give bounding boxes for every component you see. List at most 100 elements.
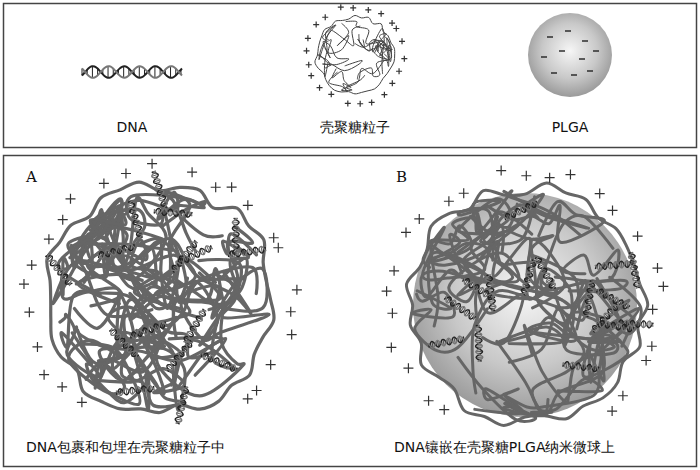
plus-charge — [369, 99, 375, 105]
plus-charge — [658, 281, 668, 291]
dna-strand — [503, 200, 538, 222]
chitosan-chain — [412, 292, 488, 352]
dna-strand — [182, 308, 207, 344]
dna-strand — [563, 361, 600, 372]
dna-strand — [475, 325, 483, 361]
plus-charge — [287, 330, 297, 340]
dna-helix — [127, 200, 144, 238]
plus-charge — [382, 286, 392, 296]
dna-strand — [475, 325, 483, 361]
plus-charge — [304, 48, 310, 54]
dna-helix — [617, 320, 653, 329]
dna-strand — [108, 327, 140, 359]
plus-charge — [387, 308, 397, 318]
plga-sphere — [528, 13, 612, 97]
dna-strand — [563, 361, 600, 372]
plus-charge — [545, 173, 555, 183]
dna-helix — [232, 218, 239, 256]
dna-helix — [583, 281, 595, 318]
base-pair — [170, 66, 171, 78]
plus-charge — [44, 234, 54, 244]
dna-strand — [151, 171, 169, 209]
plus-charge — [389, 80, 395, 86]
dna-helix — [598, 320, 635, 333]
dna-strand — [598, 320, 635, 332]
plus-charge — [317, 85, 323, 91]
plus-charge — [350, 5, 356, 11]
dna-strand — [174, 386, 189, 425]
dna-helix — [164, 339, 194, 373]
plus-charge — [27, 260, 37, 270]
plus-charge — [227, 182, 237, 192]
dna-strand — [97, 243, 135, 259]
dna-helix — [108, 327, 140, 359]
plus-charge — [633, 231, 643, 241]
plus-charge — [381, 92, 387, 98]
plus-charge — [65, 194, 75, 204]
minus-charge — [547, 36, 553, 37]
dna-helix — [174, 386, 189, 425]
dna-strand — [595, 260, 631, 270]
plus-charge — [19, 279, 29, 289]
dna-strand — [590, 302, 619, 333]
dna-strand — [583, 281, 595, 318]
plus-charge — [345, 100, 351, 106]
dna-strand — [116, 385, 155, 396]
dna-strand — [590, 302, 619, 333]
plus-charge — [328, 91, 334, 97]
plus-charge — [292, 285, 302, 295]
plus-charge — [308, 73, 314, 79]
dna-strand — [534, 256, 558, 291]
dna-strand — [628, 252, 641, 289]
plus-charge — [305, 35, 311, 41]
plus-charge — [401, 227, 411, 237]
dna-strand — [520, 259, 537, 295]
legend-label: PLGA — [552, 119, 589, 136]
dna-strand — [200, 352, 238, 373]
dna-helix — [628, 252, 642, 289]
plus-charge — [338, 4, 344, 10]
key-icons — [82, 4, 612, 107]
minus-charge — [582, 40, 588, 41]
dna-strand — [503, 200, 538, 222]
dna-helix — [176, 244, 213, 266]
base-pair — [92, 66, 93, 78]
dna-strand — [462, 277, 496, 302]
plus-charge — [322, 14, 328, 20]
dna-strand — [44, 253, 73, 287]
dna-strand — [617, 320, 653, 328]
dna-strand — [428, 335, 465, 348]
particle-a — [19, 159, 302, 425]
chitosan-chain — [318, 55, 362, 71]
plus-charge — [439, 405, 449, 415]
dna-helix — [44, 253, 73, 287]
plus-charge — [647, 341, 657, 351]
dna-strand — [628, 252, 641, 289]
chitosan-chain — [172, 268, 267, 337]
dna-helix — [154, 208, 192, 218]
plus-charge — [618, 391, 628, 401]
minus-charge — [551, 72, 557, 73]
plus-charge — [378, 11, 384, 17]
dna-strand — [200, 352, 238, 373]
plus-charge — [389, 20, 395, 26]
key-panel — [4, 4, 697, 148]
dna-strand — [154, 208, 192, 217]
base-pair — [154, 66, 155, 78]
dna-strand — [97, 243, 135, 259]
plus-charge — [211, 182, 221, 192]
dna-helix — [462, 277, 496, 302]
dna-strand — [485, 275, 496, 312]
plus-charge — [243, 394, 253, 404]
dna-helix — [474, 325, 483, 361]
chitosan-chain — [346, 21, 383, 50]
dna-strand — [44, 253, 73, 287]
dna-strand — [428, 335, 465, 348]
plus-charge — [58, 215, 68, 225]
dna-strand — [127, 200, 144, 238]
caption: DNA包裹和包埋在壳聚糖粒子中 — [24, 439, 227, 456]
chitosan-chain — [327, 24, 349, 54]
minus-charge — [541, 56, 547, 57]
dna-helix — [129, 320, 167, 340]
